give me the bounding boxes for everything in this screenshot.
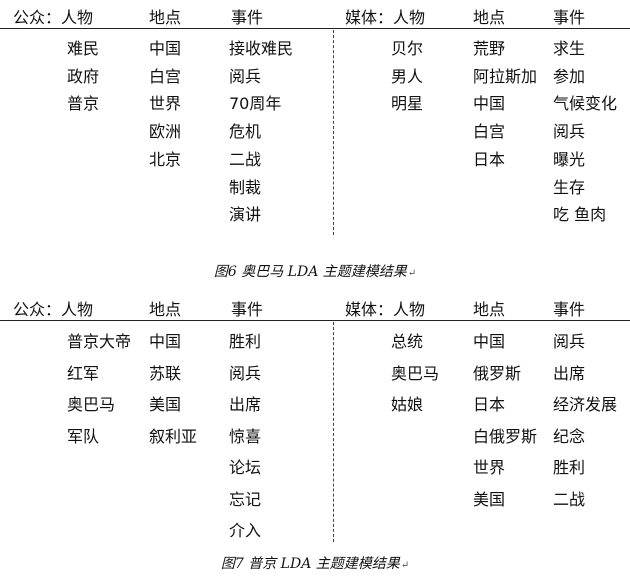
fig7-header-public: 公众：人物 [13,300,94,319]
table-cell: 出席 [229,395,262,414]
table-cell: 论坛 [229,458,262,477]
table-cell: 白俄罗斯 [473,426,538,446]
table-cell: 阅兵 [229,66,262,86]
table-cell: 明星 [391,94,424,114]
table-cell: 气候变化 [553,94,618,114]
table-cell: 介入 [229,521,262,540]
fig7-divider [333,322,334,542]
fig6-header-public-event: 事件 [231,8,264,27]
table-cell: 美国 [473,489,506,509]
fig6-header-media-event: 事件 [553,8,586,27]
table-cell: 危机 [229,122,262,142]
table-cell: 奥巴马 [67,395,116,414]
table-cell: 日本 [473,395,506,414]
table-cell: 军队 [67,426,100,446]
fig6-caption: 图6 奥巴马 LDA 主题建模结果↵ [0,261,630,281]
table-cell: 二战 [229,149,262,169]
table-cell: 二战 [553,489,586,509]
fig6-caption-text: 图6 奥巴马 LDA 主题建模结果 [213,264,407,280]
table-cell: 演讲 [229,205,262,225]
table-cell: 难民 [67,39,100,58]
table-cell: 奥巴马 [391,363,440,383]
table-cell: 参加 [553,66,586,86]
fig7-caption-text: 图7 普京 LDA 主题建模结果 [220,556,400,572]
table-cell: 70周年 [229,94,282,114]
table-cell: 俄罗斯 [473,363,522,383]
fig6-header-media: 媒体：人物 [345,8,426,27]
fig7-header-row: 公众：人物 地点 事件 媒体：人物 地点 事件 [0,292,630,321]
table-cell: 总统 [391,332,424,351]
table-cell: 阿拉斯加 [473,66,538,86]
table-cell: 苏联 [149,363,182,383]
table-cell: 普京 [67,94,100,114]
table-cell: 制裁 [229,177,262,197]
fig6-header-media-place: 地点 [473,8,506,27]
fig7-header-public-event: 事件 [231,300,264,319]
table-cell: 吃 鱼肉 [553,205,607,225]
fig6-divider [333,30,334,235]
table-cell: 胜利 [229,332,262,351]
fig7-header-media: 媒体：人物 [345,300,426,319]
table-cell: 阅兵 [553,332,586,351]
fig7-header-public-place: 地点 [149,300,182,319]
table-cell: 男人 [391,66,424,86]
fig7-header-media-event: 事件 [553,300,586,319]
return-mark-icon: ↵ [407,268,417,279]
table-cell: 惊喜 [229,426,262,446]
table-cell: 姑娘 [391,395,424,414]
table-cell: 白宫 [473,122,506,142]
table-cell: 曝光 [553,149,586,169]
table-cell: 阅兵 [553,122,586,142]
table-cell: 政府 [67,66,100,86]
return-mark-icon: ↵ [400,560,410,571]
table-cell: 中国 [473,94,506,114]
fig6-header-row: 公众：人物 地点 事件 媒体：人物 地点 事件 [0,0,630,29]
table-cell: 北京 [149,149,182,169]
table-cell: 普京大帝 [67,332,132,351]
table-cell: 出席 [553,363,586,383]
fig7-table: 公众：人物 地点 事件 媒体：人物 地点 事件 普京大帝红军奥巴马军队中国苏联美… [0,292,630,547]
table-cell: 接收难民 [229,39,294,58]
table-cell: 中国 [473,332,506,351]
fig7-header-media-place: 地点 [473,300,506,319]
table-cell: 忘记 [229,489,262,509]
table-cell: 世界 [149,94,182,114]
table-cell: 美国 [149,395,182,414]
table-cell: 白宫 [149,66,182,86]
table-cell: 欧洲 [149,122,182,142]
table-cell: 叙利亚 [149,426,198,446]
table-cell: 荒野 [473,39,506,58]
table-cell: 生存 [553,177,586,197]
table-cell: 中国 [149,39,182,58]
fig6-header-public: 公众：人物 [13,8,94,27]
table-cell: 阅兵 [229,363,262,383]
fig6-table: 公众：人物 地点 事件 媒体：人物 地点 事件 难民政府普京中国白宫世界欧洲北京… [0,0,630,250]
table-cell: 求生 [553,39,586,58]
fig7-caption: 图7 普京 LDA 主题建模结果↵ [0,553,630,573]
table-cell: 红军 [67,363,100,383]
table-cell: 贝尔 [391,39,424,58]
table-cell: 纪念 [553,426,586,446]
table-cell: 经济发展 [553,395,618,414]
table-cell: 日本 [473,149,506,169]
table-cell: 胜利 [553,458,586,477]
fig6-header-public-place: 地点 [149,8,182,27]
table-cell: 中国 [149,332,182,351]
table-cell: 世界 [473,458,506,477]
